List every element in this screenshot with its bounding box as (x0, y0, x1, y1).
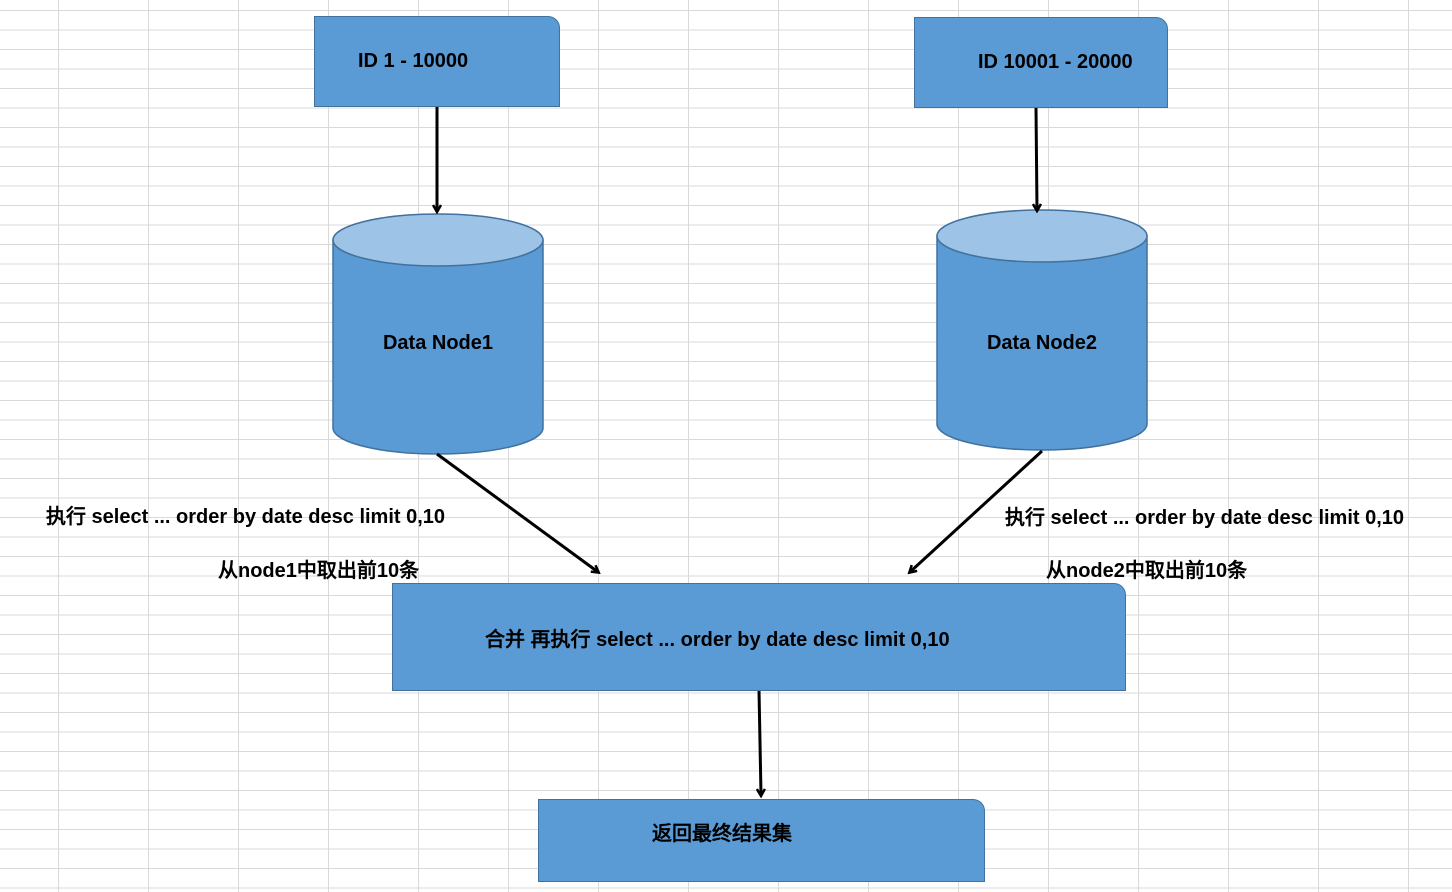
cylinder-node2 (936, 209, 1148, 451)
cylinder-node1 (332, 213, 544, 455)
right-take-annotation: 从node2中取出前10条 (1046, 560, 1248, 582)
right-query-annotation: 执行 select ... order by date desc limit 0… (1005, 507, 1405, 529)
merge-box: 合并 再执行 select ... order by date desc lim… (392, 583, 1126, 691)
arrow-node2-to-merge (910, 449, 1044, 572)
arrow-merge-to-result (759, 689, 761, 795)
range2-label: ID 10001 - 20000 (978, 51, 1133, 73)
merge-label: 合并 再执行 select ... order by date desc lim… (485, 628, 950, 651)
range2-box: ID 10001 - 20000 (914, 17, 1168, 108)
range1-box: ID 1 - 10000 (314, 16, 560, 107)
left-query-annotation: 执行 select ... order by date desc limit 0… (46, 506, 446, 528)
arrow-range2-to-node2 (1036, 107, 1037, 210)
result-label: 返回最终结果集 (652, 823, 792, 845)
left-take-annotation: 从node1中取出前10条 (218, 560, 420, 582)
node1-label: Data Node1 (382, 332, 494, 354)
range1-label: ID 1 - 10000 (358, 50, 469, 72)
node2-label: Data Node2 (986, 332, 1098, 354)
arrow-node1-to-merge (436, 452, 598, 572)
result-box: 返回最终结果集 (538, 799, 985, 882)
